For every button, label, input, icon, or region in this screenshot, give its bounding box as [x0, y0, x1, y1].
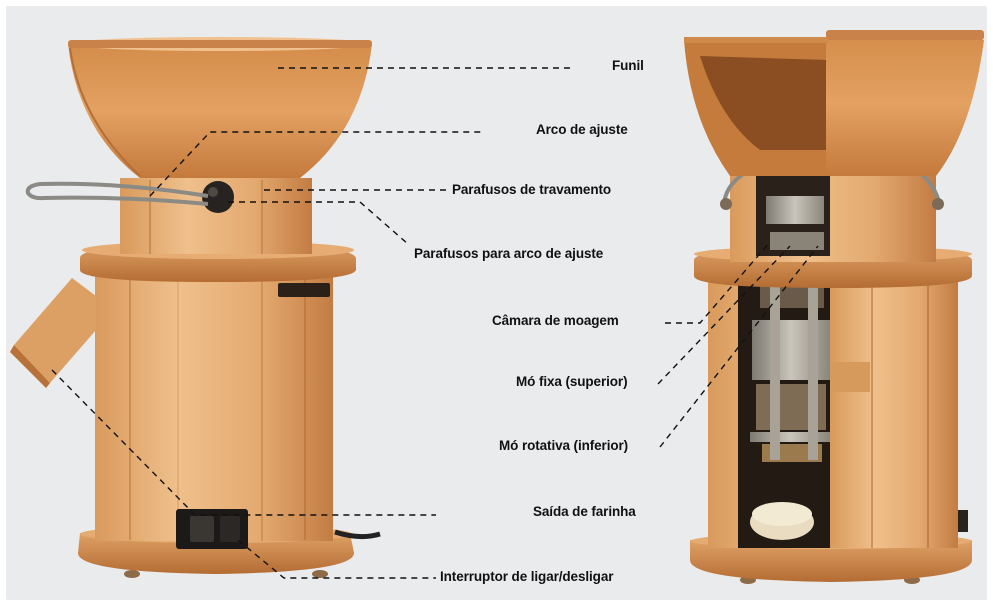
- label-arco-de-ajuste: Arco de ajuste: [536, 122, 628, 137]
- label-interruptor: Interruptor de ligar/desligar: [440, 569, 614, 584]
- left-mill: [10, 37, 381, 578]
- right-mill-cutaway: [684, 30, 984, 584]
- label-saida-de-farinha: Saída de farinha: [533, 504, 636, 519]
- label-parafusos-para-arco-de-ajuste: Parafusos para arco de ajuste: [414, 246, 604, 261]
- leader-lines: [51, 67, 819, 579]
- label-mo-fixa: Mó fixa (superior): [516, 374, 628, 389]
- label-mo-rotativa: Mó rotativa (inferior): [499, 438, 629, 453]
- label-funil: Funil: [612, 58, 644, 73]
- label-parafusos-de-travamento: Parafusos de travamento: [452, 182, 612, 197]
- label-camara-de-moagem: Câmara de moagem: [492, 313, 619, 328]
